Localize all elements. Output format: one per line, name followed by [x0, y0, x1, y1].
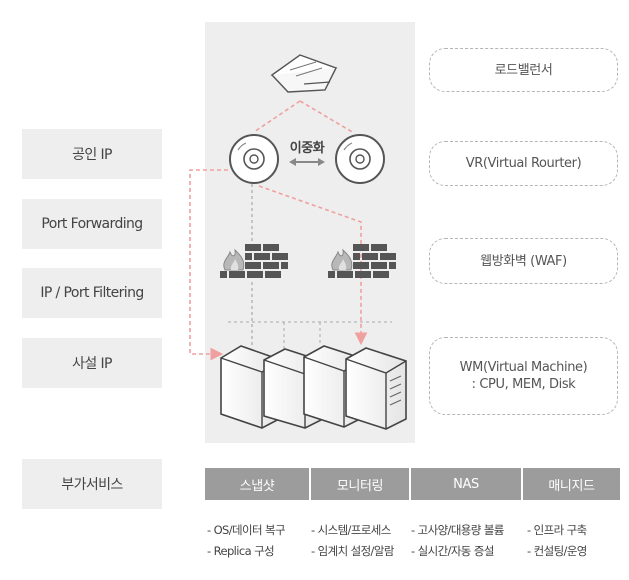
load-balancer-pill: 로드밸런서 — [429, 48, 618, 92]
public-ip-label: 공인 IP — [22, 129, 162, 179]
description-item: - 고사양/대용량 볼륨 — [411, 523, 504, 537]
ip-port-filtering-label: IP / Port Filtering — [22, 268, 162, 318]
server-icon — [345, 347, 407, 430]
description-item: - 인프라 구축 — [527, 523, 587, 537]
managed-description: - 인프라 구축 - 컨설팅/운영 — [527, 520, 587, 562]
tab-monitoring: 모니터링 — [311, 468, 409, 500]
private-ip-label: 사설 IP — [22, 338, 162, 388]
tab-nas: NAS — [411, 468, 521, 500]
waf-pill: 웹방화벽 (WAF) — [429, 238, 618, 284]
port-forwarding-label: Port Forwarding — [22, 199, 162, 249]
value-added-services-label: 부가서비스 — [22, 459, 162, 509]
forwarding-path-line — [258, 185, 368, 346]
router-icon — [229, 134, 279, 184]
tab-managed: 매니지드 — [523, 468, 620, 500]
firewall-icon — [220, 244, 288, 278]
description-item: - 시스템/프로세스 — [311, 523, 391, 537]
firewall-icon — [328, 244, 396, 278]
lb-to-router-b-line — [299, 100, 355, 134]
virtual-machine-pill: WM(Virtual Machine) : CPU, MEM, Disk — [429, 337, 618, 415]
duplex-arrow-icon — [289, 158, 325, 166]
description-item: - OS/데이터 복구 — [207, 523, 286, 537]
virtual-router-pill: VR(Virtual Rourter) — [429, 141, 618, 186]
description-item: - 컨설팅/운영 — [527, 544, 587, 558]
virtual-machine-spec-label: : CPU, MEM, Disk — [471, 377, 576, 392]
load-balancer-icon — [270, 54, 338, 93]
description-item: - Replica 구성 — [207, 544, 275, 558]
lb-to-router-a-line — [253, 100, 301, 133]
monitoring-description: - 시스템/프로세스 - 임계치 설정/알람 — [311, 520, 394, 562]
description-item: - 임계치 설정/알람 — [311, 544, 394, 558]
description-item: - 실시간/자동 증설 — [411, 544, 494, 558]
router-icon — [335, 134, 385, 184]
snapshot-description: - OS/데이터 복구 - Replica 구성 — [207, 520, 286, 562]
tab-snapshot: 스냅샷 — [205, 468, 309, 500]
load-balancer-label: 로드밸런서 — [494, 62, 553, 78]
waf-label: 웹방화벽 (WAF) — [480, 253, 567, 269]
nas-description: - 고사양/대용량 볼륨 - 실시간/자동 증설 — [411, 520, 504, 562]
virtual-router-label: VR(Virtual Rourter) — [465, 156, 582, 171]
duplex-label: 이중화 — [289, 141, 325, 156]
ip-mapping-path-line — [189, 169, 228, 361]
virtual-machine-label: WM(Virtual Machine) — [459, 360, 588, 375]
